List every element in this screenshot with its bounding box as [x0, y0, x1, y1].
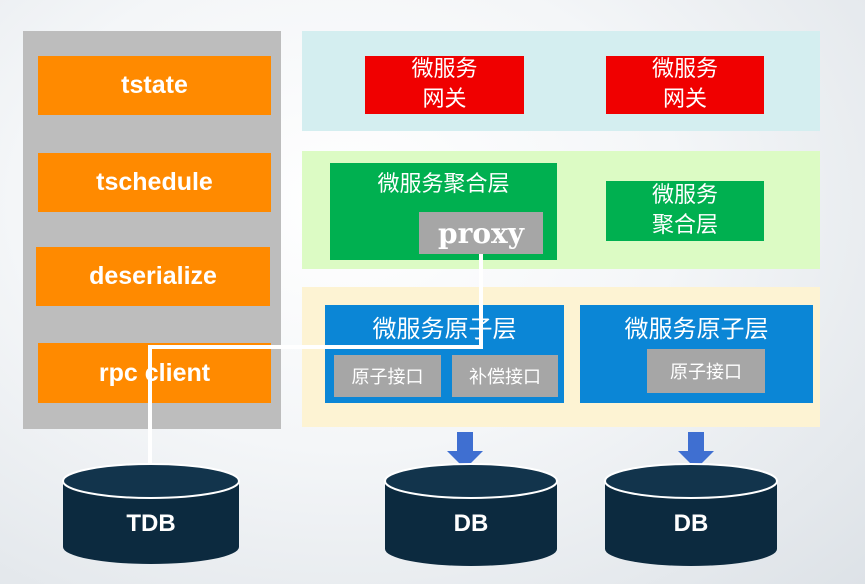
- client-stack-item-rpc-client: rpc client: [38, 343, 271, 403]
- gateway-box-2: 微服务 网关: [606, 56, 764, 114]
- aggregation-box-primary-title: 微服务聚合层: [377, 172, 510, 197]
- aggregation-box-secondary: 微服务 聚合层: [606, 181, 764, 241]
- atomic-interface-box-right: 原子接口: [647, 349, 765, 393]
- db-label-1: DB: [454, 510, 489, 537]
- atomic-box-right-title: 微服务原子层: [624, 314, 769, 343]
- db-label-2: DB: [674, 510, 709, 537]
- gateway-box-1: 微服务 网关: [365, 56, 524, 114]
- compensation-interface-box: 补偿接口: [452, 355, 558, 397]
- client-stack-item-tstate: tstate: [38, 56, 271, 115]
- proxy-to-tdb-connector: [148, 254, 483, 482]
- atomic-box-left-title: 微服务原子层: [372, 314, 517, 343]
- atomic-to-db-arrow-1: [447, 432, 483, 469]
- tdb-database-icon: [62, 463, 240, 564]
- db-database-icon-2: [604, 463, 778, 566]
- client-stack-item-deserialize: deserialize: [36, 247, 270, 306]
- proxy-box: proxy: [419, 212, 543, 254]
- atomic-to-db-arrow-2: [678, 432, 714, 469]
- tdb-label: TDB: [126, 510, 175, 537]
- client-stack-item-tschedule: tschedule: [38, 153, 271, 212]
- atomic-interface-box: 原子接口: [334, 355, 441, 397]
- db-database-icon-1: [384, 463, 558, 566]
